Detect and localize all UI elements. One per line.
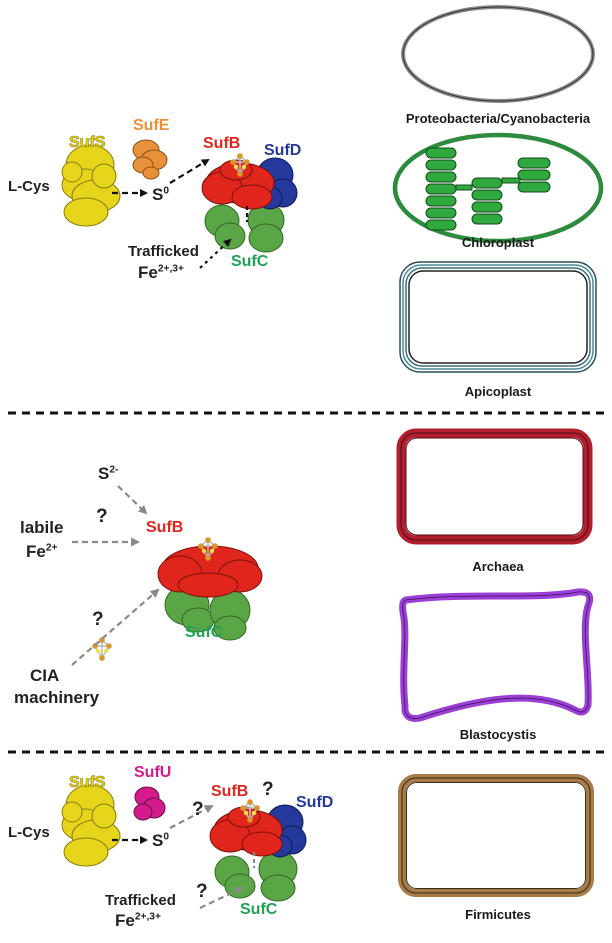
archaea-shape [396, 428, 593, 545]
organism-label-firmicutes: Firmicutes [465, 907, 531, 922]
sufbcd-complex-3 [209, 798, 307, 902]
sufu-label: SufU [134, 764, 172, 781]
s0-label-3: S0 [152, 832, 169, 849]
sufc-label-2: SufC [185, 624, 223, 641]
sufd-label-1: SufD [264, 142, 302, 159]
sulfide-superscript: 2- [109, 464, 119, 476]
sufu-protein [133, 786, 166, 821]
sufe-protein [132, 139, 168, 180]
organism-label-proteobacteria: Proteobacteria/Cyanobacteria [405, 111, 591, 126]
sufs-label-3: SufS [69, 774, 106, 791]
cia-label-line2: machinery [14, 688, 100, 707]
s0-to-sufb-arrow [169, 158, 210, 184]
trafficked-label-1: Trafficked [128, 243, 199, 260]
s0-label-1: S0 [152, 186, 169, 203]
sulfide-symbol: S [98, 464, 110, 483]
labile-fe-symbol: Fe [26, 542, 46, 561]
firmicutes-shape [398, 774, 594, 897]
sufs-protein-1 [61, 144, 121, 227]
organism-label-archaea: Archaea [472, 559, 524, 574]
apicoplast-shape [399, 261, 597, 373]
organism-label-apicoplast: Apicoplast [464, 384, 532, 399]
sufbcd-complex-1 [201, 152, 298, 253]
fe-symbol-3: Fe [115, 911, 135, 930]
fe-symbol: Fe [138, 263, 158, 282]
trafficked-label-3: Trafficked [105, 892, 176, 909]
fe-label-1: Fe2+,3+ [138, 264, 184, 281]
s0-to-sufb-arrow-3 [169, 805, 214, 829]
question-mark-s0: ? [192, 799, 204, 820]
sufb-label-2: SufB [146, 519, 184, 536]
sulfide-label: S2- [98, 465, 118, 482]
sufs-protein-3 [61, 784, 121, 867]
question-mark-cia: ? [92, 609, 104, 630]
labile-fe-label: Fe2+ [26, 543, 57, 560]
fe-superscript: 2+,3+ [157, 263, 184, 275]
sufb-label-1: SufB [203, 135, 241, 152]
s0-symbol: S [152, 185, 164, 204]
cia-label-line1: CIA [30, 666, 60, 685]
chloroplast-shape [392, 132, 604, 244]
sulfide-to-sufb-arrow [117, 485, 148, 515]
sufs-label-1: SufS [69, 134, 106, 151]
lcys-label-3: L-Cys [8, 824, 50, 841]
question-mark-sufb: ? [262, 779, 274, 800]
blastocystis-shape [399, 588, 594, 722]
organism-label-chloroplast: Chloroplast [461, 235, 535, 250]
s0-symbol-3: S [152, 831, 164, 850]
sufbc-complex-2 [157, 536, 263, 641]
sufc-label-3: SufC [240, 901, 278, 918]
sufd-label-3: SufD [296, 794, 334, 811]
fe-label-3: Fe2+,3+ [115, 912, 161, 929]
s0-superscript-3: 0 [163, 831, 170, 843]
labile-label: labile [20, 518, 64, 537]
question-mark-labile: ? [96, 506, 108, 527]
proteobacteria-cell-shape [401, 5, 595, 103]
labile-fe-superscript: 2+ [45, 542, 58, 554]
cia-cluster [91, 636, 113, 662]
fe-to-sufc-arrow-3 [199, 886, 244, 909]
fe-superscript-3: 2+,3+ [134, 911, 161, 923]
sufe-label: SufE [133, 117, 170, 134]
sufb-label-3: SufB [211, 783, 249, 800]
cia-to-sufb-arrow [71, 588, 160, 666]
organism-label-blastocystis: Blastocystis [459, 727, 537, 742]
s0-superscript: 0 [163, 185, 170, 197]
sufc-label-1: SufC [231, 253, 269, 270]
thylakoid-stacks [425, 147, 551, 231]
question-mark-fe: ? [196, 881, 208, 902]
lcys-label-1: L-Cys [8, 178, 50, 195]
